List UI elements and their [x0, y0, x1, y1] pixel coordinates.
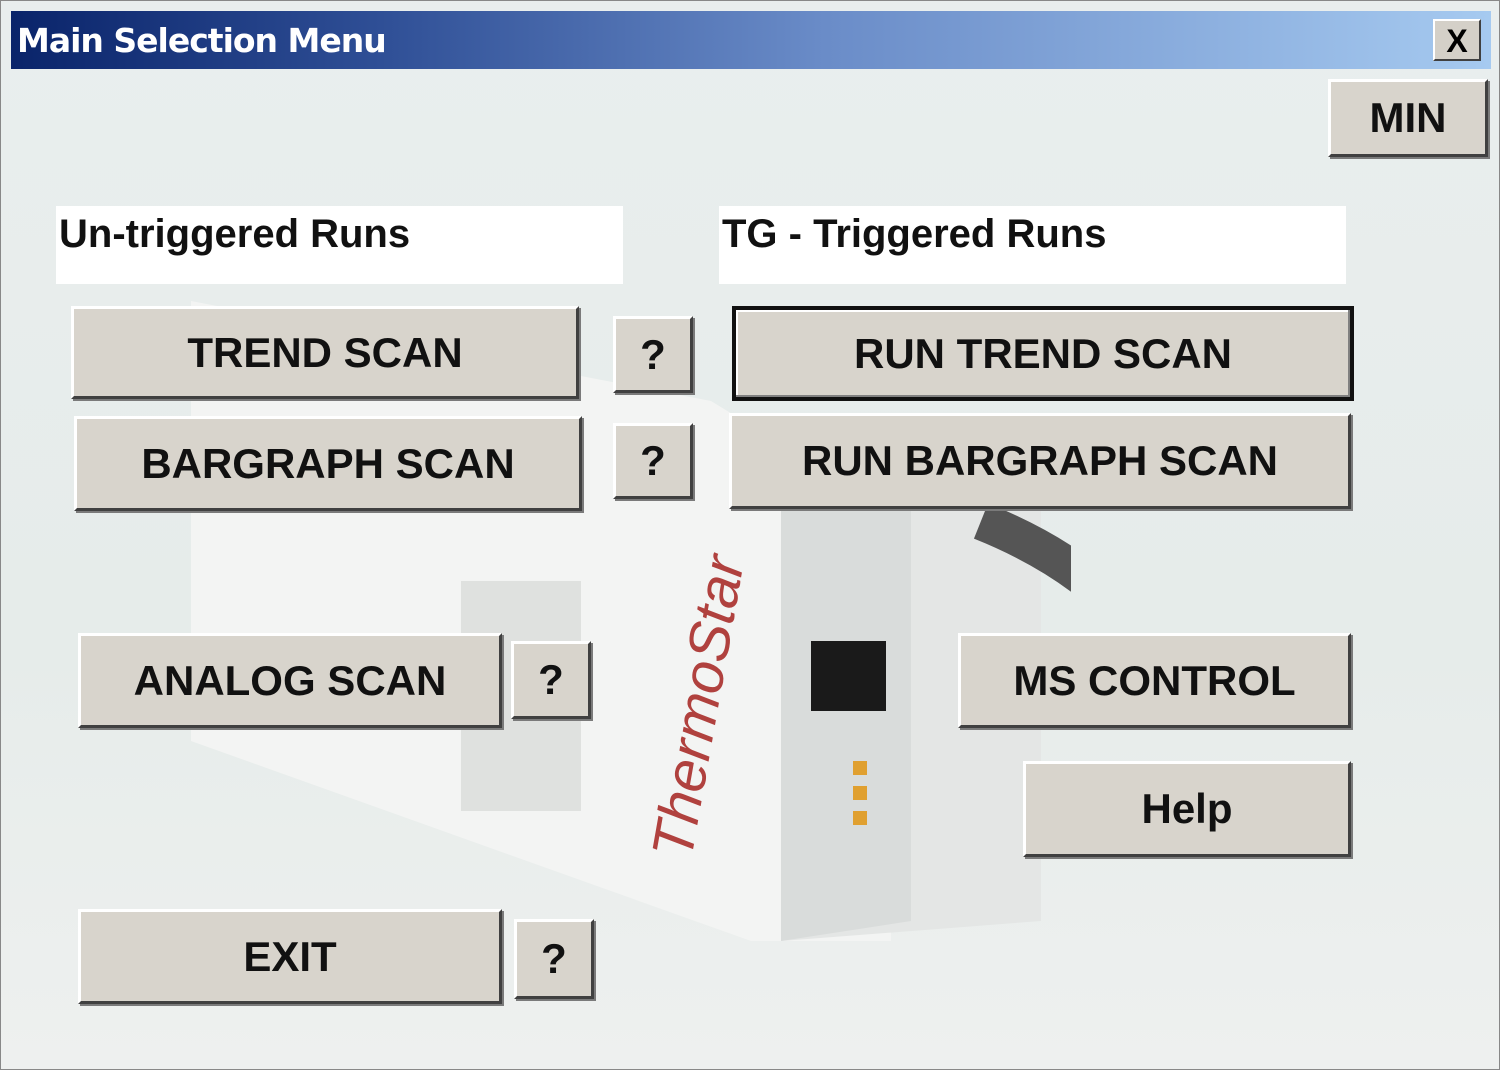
close-button[interactable]: X	[1433, 19, 1481, 61]
exit-button[interactable]: EXIT	[78, 909, 502, 1004]
untriggered-runs-label: Un-triggered Runs	[56, 206, 623, 284]
window-title: Main Selection Menu	[17, 21, 387, 60]
analog-scan-help-button[interactable]: ?	[511, 641, 591, 719]
triggered-runs-label: TG - Triggered Runs	[719, 206, 1346, 284]
exit-help-button[interactable]: ?	[514, 919, 594, 999]
title-bar[interactable]: Main Selection Menu X	[11, 11, 1491, 69]
run-trend-scan-button[interactable]: RUN TREND SCAN	[732, 306, 1354, 401]
help-button[interactable]: Help	[1023, 761, 1351, 857]
bargraph-scan-help-button[interactable]: ?	[613, 423, 693, 499]
trend-scan-help-button[interactable]: ?	[613, 316, 693, 393]
bargraph-scan-button[interactable]: BARGRAPH SCAN	[74, 416, 582, 511]
run-bargraph-scan-button[interactable]: RUN BARGRAPH SCAN	[729, 413, 1351, 509]
ms-control-button[interactable]: MS CONTROL	[958, 633, 1351, 728]
minimize-button[interactable]: MIN	[1328, 79, 1488, 157]
trend-scan-button[interactable]: TREND SCAN	[71, 306, 579, 399]
analog-scan-button[interactable]: ANALOG SCAN	[78, 633, 502, 728]
